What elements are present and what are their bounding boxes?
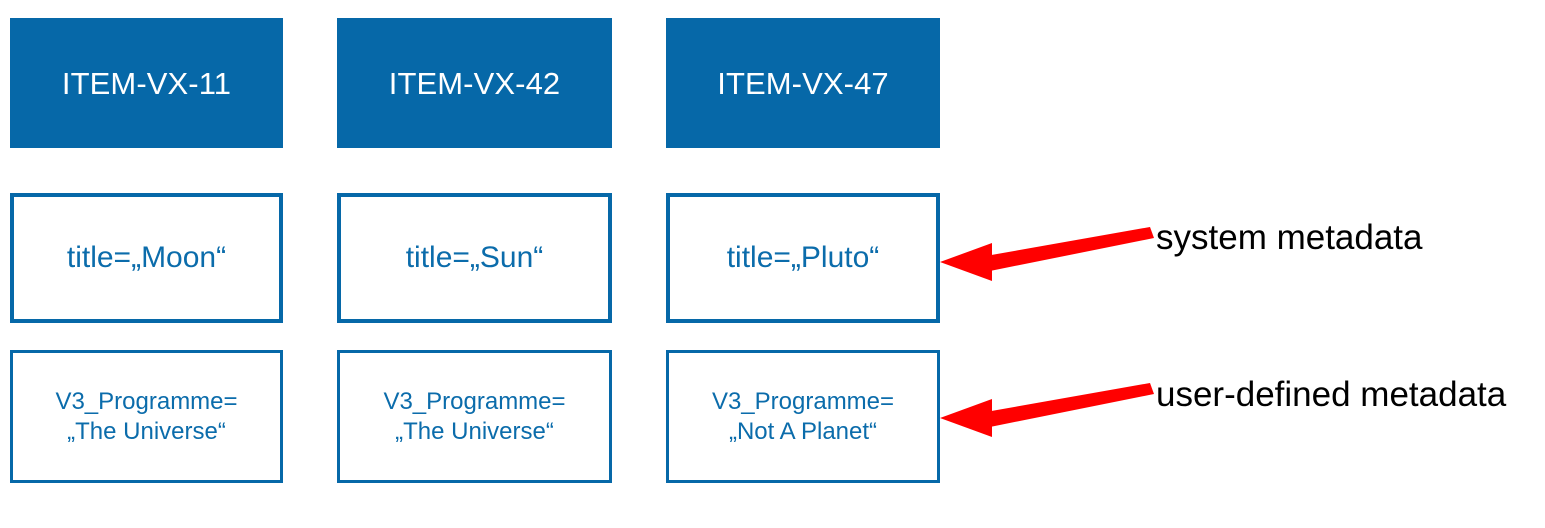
user-metadata-box-1[interactable]: V3_Programme= „The Universe“ bbox=[10, 350, 283, 483]
item-header-box-3[interactable]: ITEM-VX-47 bbox=[666, 18, 940, 148]
system-metadata-box-2[interactable]: title=„Sun“ bbox=[337, 193, 612, 323]
item-header-label-3: ITEM-VX-47 bbox=[717, 65, 889, 101]
system-metadata-callout-label: system metadata bbox=[1156, 218, 1423, 257]
item-header-box-2[interactable]: ITEM-VX-42 bbox=[337, 18, 612, 148]
user-metadata-box-2[interactable]: V3_Programme= „The Universe“ bbox=[337, 350, 612, 483]
user-metadata-arrow-icon bbox=[940, 383, 1154, 437]
user-metadata-callout-label: user-defined metadata bbox=[1156, 375, 1507, 414]
user-metadata-text-3: V3_Programme= „Not A Planet“ bbox=[711, 388, 895, 445]
user-metadata-box-3[interactable]: V3_Programme= „Not A Planet“ bbox=[666, 350, 940, 483]
item-header-box-1[interactable]: ITEM-VX-11 bbox=[10, 18, 283, 148]
item-header-label-2: ITEM-VX-42 bbox=[388, 65, 561, 101]
system-metadata-box-3[interactable]: title=„Pluto“ bbox=[666, 193, 940, 323]
user-metadata-text-1: V3_Programme= „The Universe“ bbox=[55, 388, 238, 445]
system-metadata-text-3: title=„Pluto“ bbox=[726, 240, 880, 274]
user-metadata-text-2: V3_Programme= „The Universe“ bbox=[383, 388, 566, 445]
system-metadata-arrow-icon bbox=[940, 227, 1154, 281]
item-header-label-1: ITEM-VX-11 bbox=[61, 65, 232, 101]
system-metadata-box-1[interactable]: title=„Moon“ bbox=[10, 193, 283, 323]
system-metadata-text-1: title=„Moon“ bbox=[66, 240, 227, 274]
system-metadata-text-2: title=„Sun“ bbox=[405, 240, 544, 274]
